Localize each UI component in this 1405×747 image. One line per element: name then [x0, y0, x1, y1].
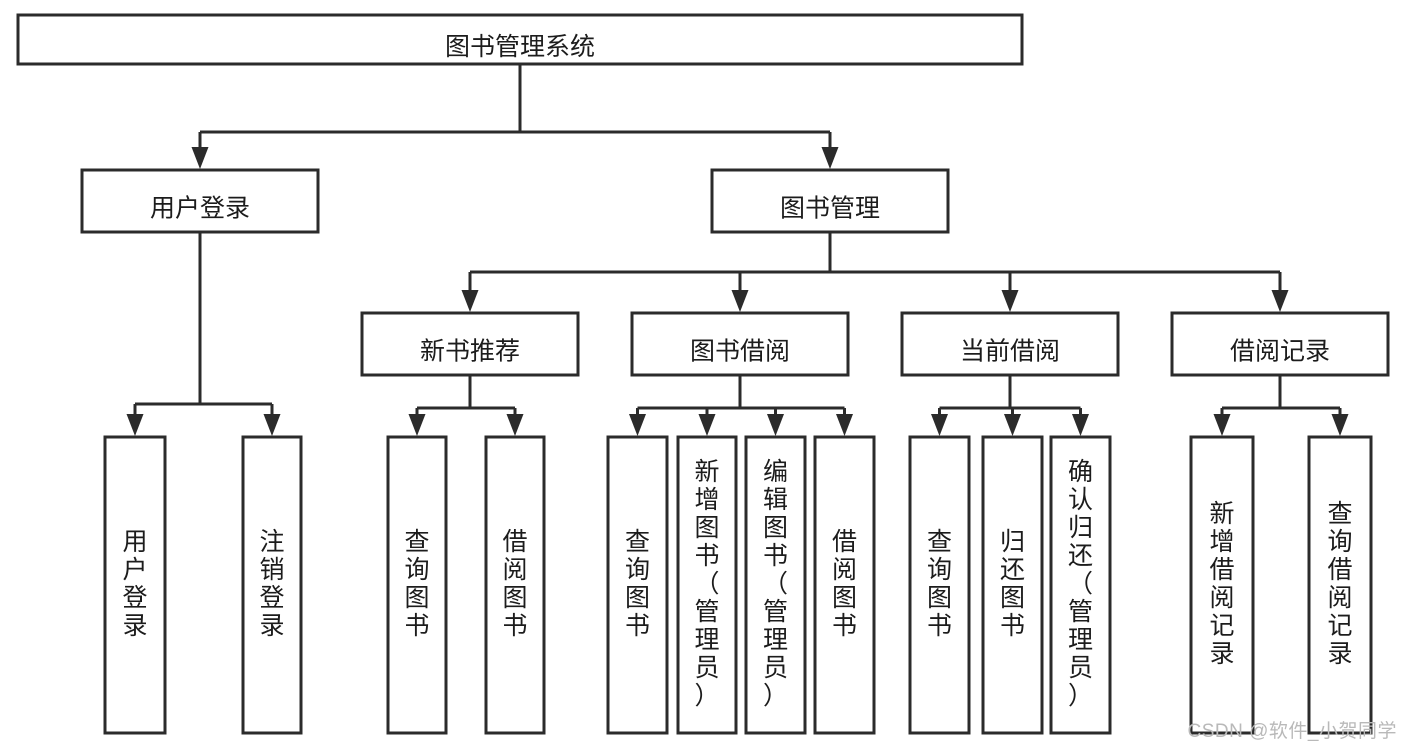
node-new-book-recommend[interactable]: 新书推荐	[360, 311, 580, 377]
node-label-leaf-logout: 注销登录	[259, 528, 284, 640]
node-label-book-borrow: 图书借阅	[690, 338, 790, 366]
node-leaf-query-record[interactable]: 查询借阅记录	[1307, 435, 1373, 735]
node-box-new-book-recommend[interactable]	[360, 311, 580, 377]
node-label-leaf-add-book: 新增图书（管理员）	[694, 458, 719, 710]
node-label-leaf-query-book-2: 查询图书	[625, 528, 650, 640]
node-borrow-record[interactable]: 借阅记录	[1170, 311, 1390, 377]
node-box-book-borrow[interactable]	[630, 311, 850, 377]
node-box-current-borrow[interactable]	[900, 311, 1120, 377]
node-label-leaf-query-book-1: 查询图书	[404, 528, 429, 640]
connector-layer	[126, 64, 1349, 436]
node-leaf-confirm-return[interactable]: 确认归还（管理员）	[1049, 435, 1112, 735]
node-label-borrow-record: 借阅记录	[1230, 338, 1330, 366]
node-leaf-borrow-book-2[interactable]: 借阅图书	[813, 435, 876, 735]
node-box-leaf-confirm-return[interactable]	[1049, 435, 1112, 735]
node-box-book-management[interactable]	[710, 168, 950, 234]
node-root[interactable]: 图书管理系统	[16, 13, 1024, 66]
node-box-leaf-return-book[interactable]	[981, 435, 1044, 735]
node-label-new-book-recommend: 新书推荐	[420, 338, 520, 366]
connector-group	[126, 232, 281, 436]
node-box-leaf-query-book-3[interactable]	[908, 435, 971, 735]
node-leaf-logout[interactable]: 注销登录	[241, 435, 303, 735]
node-box-leaf-add-record[interactable]	[1189, 435, 1255, 735]
node-label-leaf-borrow-book-1: 借阅图书	[502, 528, 527, 640]
node-layer: 图书管理系统用户登录图书管理新书推荐图书借阅当前借阅借阅记录用户登录注销登录查询…	[16, 13, 1390, 735]
node-label-user-login: 用户登录	[150, 195, 250, 223]
node-label-leaf-query-book-3: 查询图书	[927, 528, 952, 640]
node-label-leaf-user-login: 用户登录	[122, 528, 147, 640]
node-book-borrow[interactable]: 图书借阅	[630, 311, 850, 377]
connector-group	[191, 64, 839, 169]
node-leaf-add-book[interactable]: 新增图书（管理员）	[676, 435, 738, 735]
connector-group	[1213, 375, 1349, 436]
node-user-login[interactable]: 用户登录	[80, 168, 320, 234]
node-box-root[interactable]	[16, 13, 1024, 66]
node-label-leaf-confirm-return: 确认归还（管理员）	[1068, 458, 1093, 710]
node-box-leaf-add-book[interactable]	[676, 435, 738, 735]
node-leaf-query-book-3[interactable]: 查询图书	[908, 435, 971, 735]
node-label-leaf-query-record: 查询借阅记录	[1327, 500, 1352, 668]
node-box-leaf-logout[interactable]	[241, 435, 303, 735]
connector-group	[931, 375, 1089, 436]
node-label-leaf-edit-book: 编辑图书（管理员）	[763, 458, 788, 710]
connector-group	[461, 232, 1289, 312]
node-label-current-borrow: 当前借阅	[960, 338, 1060, 366]
node-box-leaf-user-login[interactable]	[103, 435, 167, 735]
node-label-book-management: 图书管理	[780, 195, 880, 223]
node-box-leaf-edit-book[interactable]	[744, 435, 807, 735]
node-leaf-return-book[interactable]: 归还图书	[981, 435, 1044, 735]
node-leaf-query-book-2[interactable]: 查询图书	[606, 435, 669, 735]
node-leaf-edit-book[interactable]: 编辑图书（管理员）	[744, 435, 807, 735]
node-label-leaf-return-book: 归还图书	[1000, 528, 1025, 640]
node-box-leaf-borrow-book-2[interactable]	[813, 435, 876, 735]
node-leaf-add-record[interactable]: 新增借阅记录	[1189, 435, 1255, 735]
node-box-leaf-query-book-1[interactable]	[386, 435, 448, 735]
node-label-root: 图书管理系统	[445, 33, 595, 61]
node-box-borrow-record[interactable]	[1170, 311, 1390, 377]
connector-group	[408, 375, 524, 436]
node-box-user-login[interactable]	[80, 168, 320, 234]
node-book-management[interactable]: 图书管理	[710, 168, 950, 234]
connector-group	[629, 375, 853, 436]
node-box-leaf-borrow-book-1[interactable]	[484, 435, 546, 735]
node-box-leaf-query-book-2[interactable]	[606, 435, 669, 735]
node-label-leaf-add-record: 新增借阅记录	[1209, 500, 1234, 668]
node-leaf-user-login[interactable]: 用户登录	[103, 435, 167, 735]
node-leaf-query-book-1[interactable]: 查询图书	[386, 435, 448, 735]
node-leaf-borrow-book-1[interactable]: 借阅图书	[484, 435, 546, 735]
node-current-borrow[interactable]: 当前借阅	[900, 311, 1120, 377]
node-label-leaf-borrow-book-2: 借阅图书	[832, 528, 857, 640]
node-box-leaf-query-record[interactable]	[1307, 435, 1373, 735]
